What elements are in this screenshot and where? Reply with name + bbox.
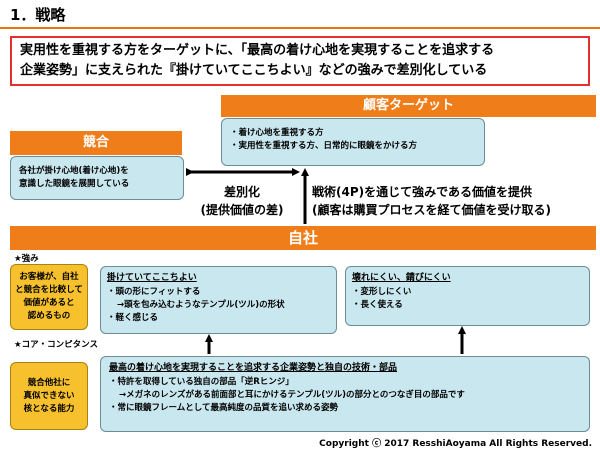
- strength-item: ・長く使える: [352, 300, 403, 310]
- title-divider: [0, 27, 600, 29]
- core-competence-box: 最高の着け心地を実現することを追求する企業姿勢と独自の技術・部品 ・特許を取得し…: [100, 356, 590, 432]
- tactic-label: 戦術(4P)を通じて強みである価値を提供 (顧客は購買プロセスを経て価値を受け取…: [312, 185, 551, 217]
- strength-title: 掛けていてここちよい: [107, 273, 197, 283]
- summary-box: 実用性を重視する方をターゲットに、「最高の着け心地を実現することを追求する 企業…: [10, 36, 590, 86]
- company-header: 自社: [10, 226, 596, 250]
- strength-label: ★強み: [14, 254, 39, 264]
- strength-note: お客様が、自社 と競合を比較して 価値があると 認めるもの: [10, 264, 88, 330]
- core-title: 最高の着け心地を実現することを追求する企業姿勢と独自の技術・部品: [109, 363, 398, 373]
- customer-target-box: ・着け心地を重視する方 ・実用性を重視する方、日常的に眼鏡をかける方: [221, 118, 485, 166]
- copyright-text: Copyright ⓒ 2017 ResshiAoyama All Rights…: [319, 439, 592, 449]
- core-competence-label: ★コア・コンピタンス: [14, 340, 98, 350]
- strength-title: 壊れにくい、錆びにくい: [352, 273, 451, 283]
- strength-box-durability: 壊れにくい、錆びにくい ・変形しにくい ・長く使える: [345, 266, 590, 326]
- customer-target-header: 顧客ターゲット: [221, 95, 596, 117]
- strength-item: →頭を包み込むようなテンプル(ツル)の形状: [117, 300, 285, 310]
- differentiation-label: 差別化 (提供価値の差): [200, 185, 284, 217]
- strength-item: ・変形しにくい: [352, 287, 412, 297]
- competitor-header: 競合: [10, 131, 182, 155]
- core-item: ・常に眼鏡フレームとして最高純度の品質を追い求める姿勢: [109, 403, 338, 413]
- core-item: →メガネのレンズがある前面部と耳にかけるテンプル(ツル)の部分とのつなぎ目の部品…: [119, 390, 465, 400]
- strength-item: ・頭の形にフィットする: [107, 287, 201, 297]
- strength-item: ・軽く感じる: [107, 313, 159, 323]
- competitor-box: 各社が掛け心地(着け心地)を 意識した眼鏡を展開している: [10, 156, 184, 200]
- customer-item: ・実用性を重視する方、日常的に眼鏡をかける方: [230, 141, 418, 151]
- core-competence-note: 競合他社に 真似できない 核となる能力: [10, 362, 88, 430]
- customer-item: ・着け心地を重視する方: [230, 128, 324, 138]
- page-title: 1．戦略: [10, 6, 66, 24]
- strength-box-comfort: 掛けていてここちよい ・頭の形にフィットする →頭を包み込むようなテンプル(ツル…: [100, 266, 337, 334]
- core-item: ・特許を取得している独自の部品「逆Rヒンジ」: [109, 377, 294, 387]
